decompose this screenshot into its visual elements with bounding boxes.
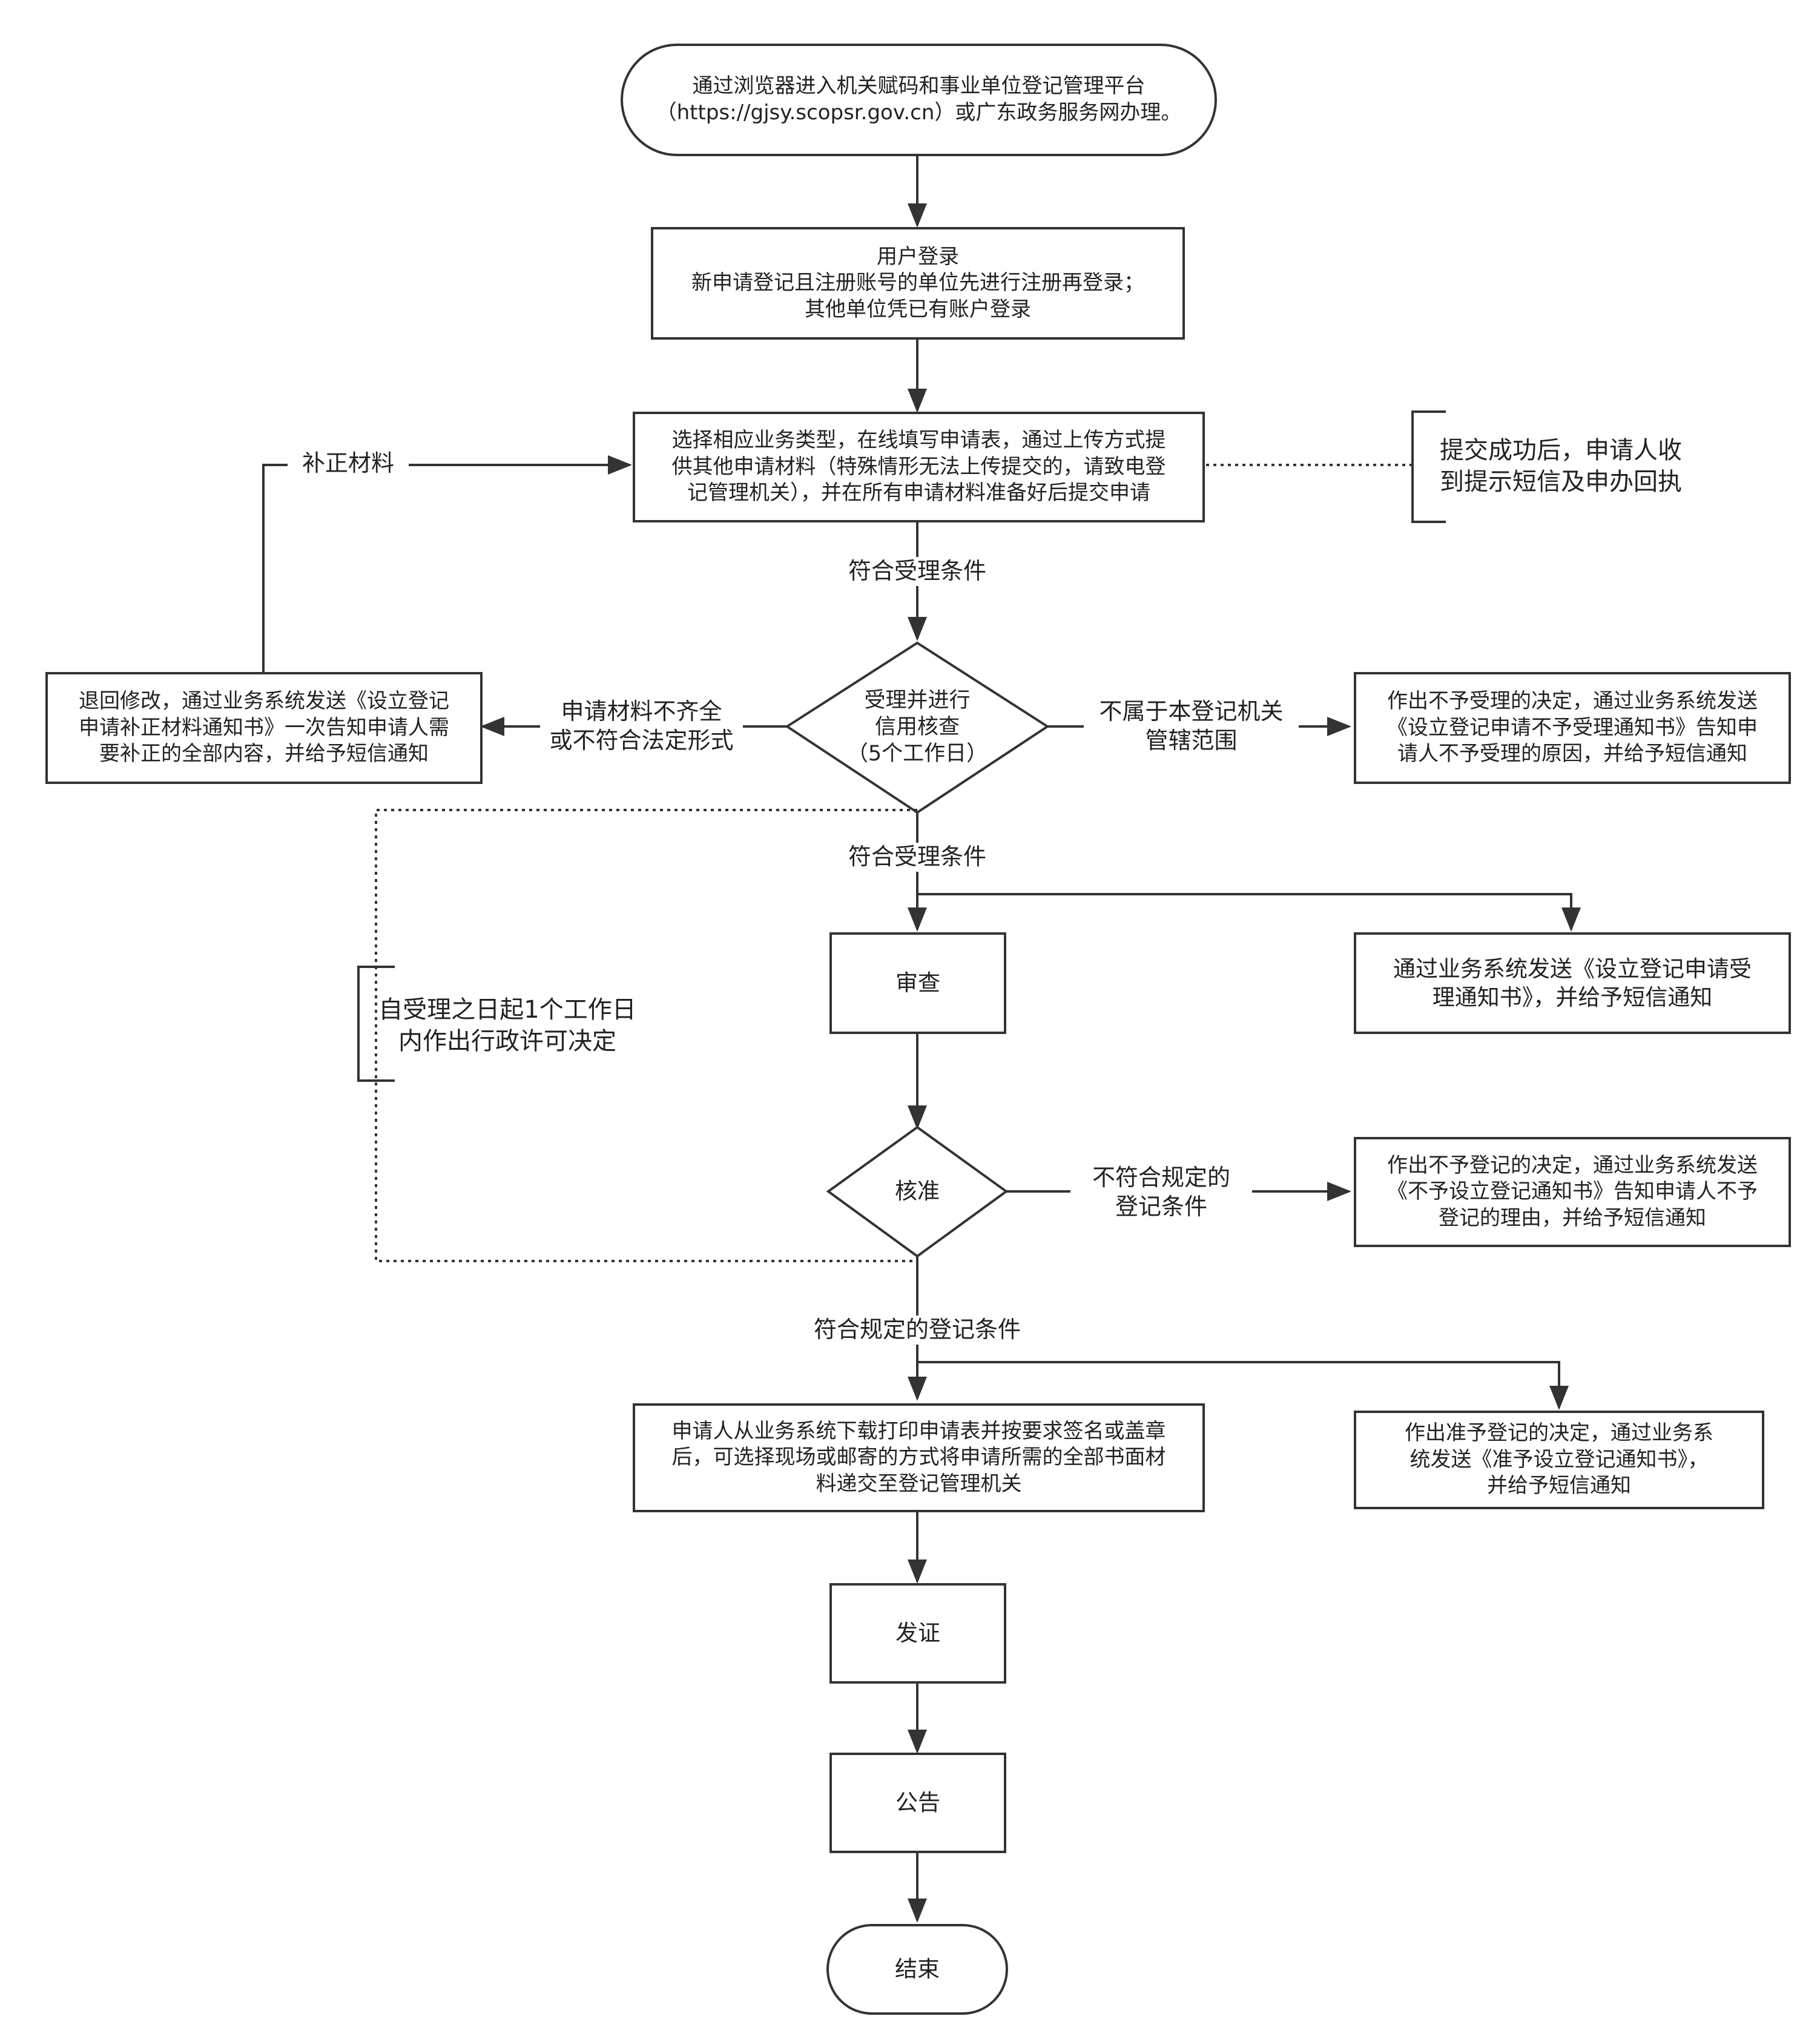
reject-registration-text: 作出不予登记的决定，通过业务系统发送 《不予设立登记通知书》告知申请人不予 登记…: [1387, 1153, 1758, 1230]
return-modify-text: 退回修改，通过业务系统发送《设立登记 申请补正材料通知书》一次告知申请人需 要补…: [79, 689, 449, 766]
return-modify-node: 退回修改，通过业务系统发送《设立登记 申请补正材料通知书》一次告知申请人需 要补…: [45, 672, 483, 784]
submit-note-bracket: [1411, 410, 1446, 523]
reject-acceptance-text: 作出不予受理的决定，通过业务系统发送 《设立登记申请不予受理通知书》告知申 请人…: [1387, 689, 1758, 766]
reject-acceptance-node: 作出不予受理的决定，通过业务系统发送 《设立登记申请不予受理通知书》告知申 请人…: [1354, 672, 1791, 784]
login-node-text: 用户登录 新申请登记且注册账号的单位先进行注册再登录； 其他单位凭已有账户登录: [691, 244, 1144, 321]
incomplete-label: 申请材料不齐全 或不符合法定形式: [540, 697, 743, 755]
accept-notice-text: 通过业务系统发送《设立登记申请受 理通知书》，并给予短信通知: [1393, 955, 1752, 1010]
announcement-node: 公告: [829, 1753, 1006, 1853]
not-meet-label: 不符合规定的 登记条件: [1070, 1164, 1252, 1221]
download-submit-text: 申请人从业务系统下载打印申请表并按要求签名或盖章 后，可选择现场或邮寄的方式将申…: [671, 1418, 1166, 1496]
approve-notice-text: 作出准予登记的决定，通过业务系 统发送《准予设立登记通知书》， 并给予短信通知: [1405, 1421, 1713, 1498]
reject-registration-node: 作出不予登记的决定，通过业务系统发送 《不予设立登记通知书》告知申请人不予 登记…: [1354, 1137, 1791, 1247]
out-of-scope-label: 不属于本登记机关 管辖范围: [1084, 697, 1299, 755]
approve-notice-node: 作出准予登记的决定，通过业务系 统发送《准予设立登记通知书》， 并给予短信通知: [1354, 1411, 1764, 1509]
supplement-label: 补正材料: [288, 449, 409, 478]
submit-node-text: 选择相应业务类型，在线填写申请表，通过上传方式提 供其他申请材料（特殊情形无法上…: [671, 428, 1166, 506]
approve-decision: 核准: [895, 1177, 940, 1204]
issue-certificate-text: 发证: [895, 1620, 940, 1647]
meet-condition-label: 符合规定的登记条件: [793, 1316, 1041, 1345]
start-node: 通过浏览器进入机关赋码和事业单位登记管理平台 （https://gjsy.sco…: [621, 44, 1217, 156]
end-node: 结束: [826, 1924, 1008, 2015]
issue-certificate-node: 发证: [829, 1583, 1006, 1684]
start-node-text: 通过浏览器进入机关赋码和事业单位登记管理平台 （https://gjsy.sco…: [656, 74, 1182, 125]
timeline-note-bracket: [357, 966, 395, 1082]
submit-note: 提交成功后，申请人收 到提示短信及申办回执: [1440, 436, 1682, 496]
arrow-to-accept-notice: [917, 893, 1581, 932]
accept-check-decision: 受理并进行 信用核查 （5个工作日）: [846, 688, 988, 766]
arrow-supplement-loop: [262, 455, 632, 672]
download-submit-node: 申请人从业务系统下载打印申请表并按要求签名或盖章 后，可选择现场或邮寄的方式将申…: [633, 1403, 1205, 1512]
accept-notice-node: 通过业务系统发送《设立登记申请受 理通知书》，并给予短信通知: [1354, 932, 1791, 1034]
login-node: 用户登录 新申请登记且注册账号的单位先进行注册再登录； 其他单位凭已有账户登录: [651, 227, 1185, 340]
submit-node: 选择相应业务类型，在线填写申请表，通过上传方式提 供其他申请材料（特殊情形无法上…: [633, 412, 1205, 522]
accept-condition-label-1: 符合受理条件: [823, 557, 1011, 586]
review-text: 审查: [895, 970, 940, 996]
announcement-text: 公告: [895, 1790, 940, 1816]
timeline-note: 自受理之日起1个工作日 内作出行政许可决定: [378, 996, 636, 1055]
arrow-to-approve-notice: [917, 1361, 1569, 1410]
decision-approve-shape: [826, 1125, 1009, 1258]
dotted-timeline-bracket: [375, 809, 917, 1262]
decision-accept-check-shape: [785, 641, 1050, 814]
end-text: 结束: [895, 1956, 940, 1983]
review-node: 审查: [829, 932, 1006, 1034]
accept-condition-label-2: 符合受理条件: [823, 843, 1011, 872]
